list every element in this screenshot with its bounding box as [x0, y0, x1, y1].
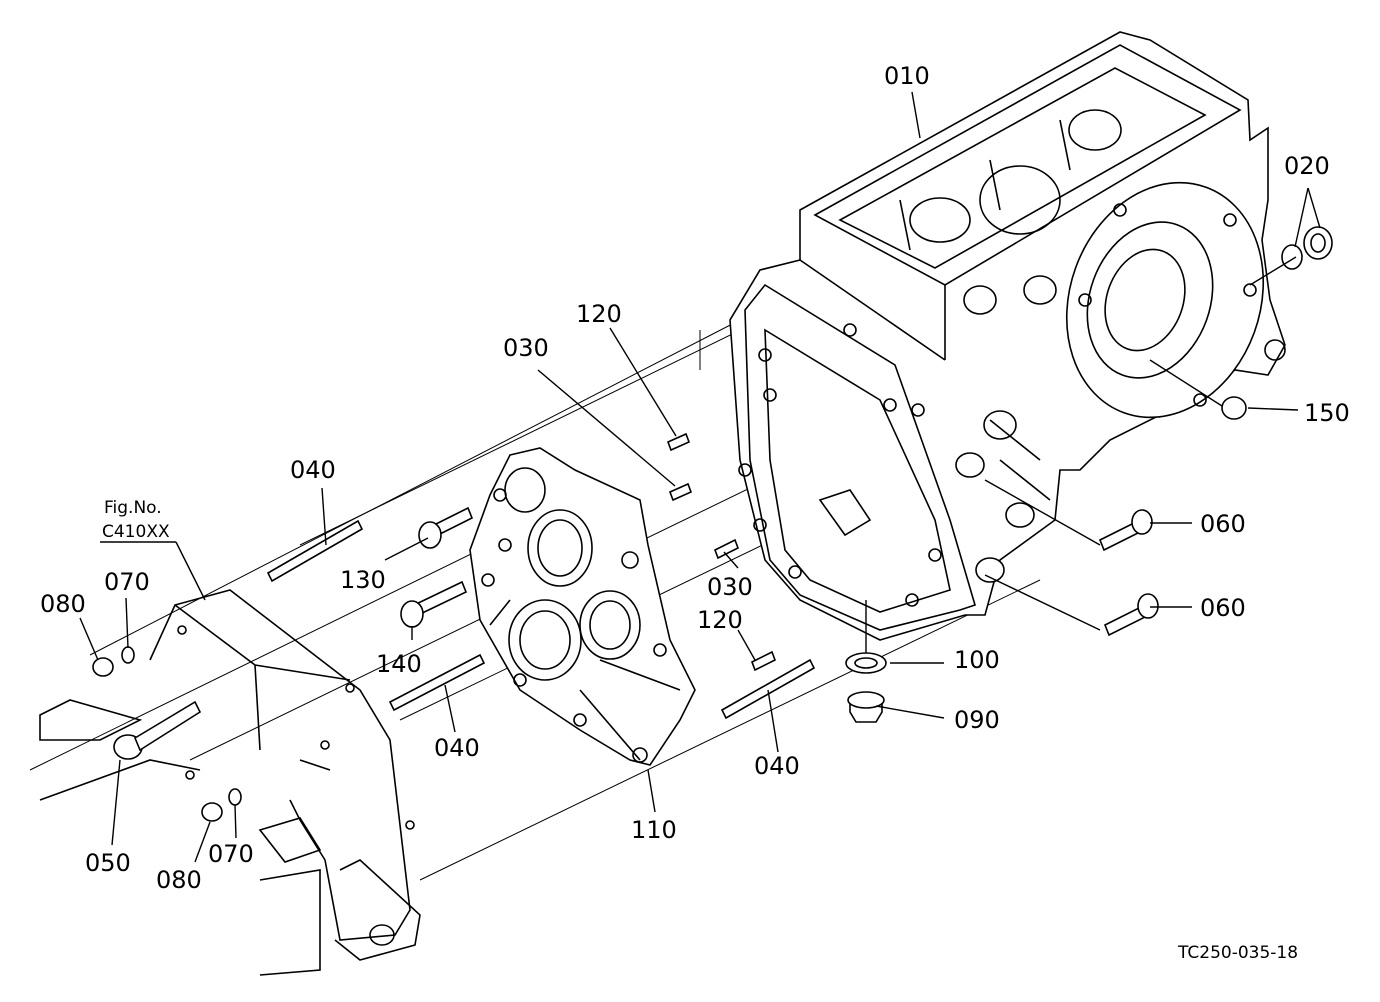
- callout-130: 130: [340, 566, 386, 594]
- callout-110: 110: [631, 816, 677, 844]
- callout-010: 010: [884, 62, 930, 90]
- callout-040-middle: 040: [434, 734, 480, 762]
- mating-housing: [39, 589, 421, 976]
- figure-ref-line1: Fig.No.: [104, 498, 162, 518]
- callout-120-bottom: 120: [697, 606, 743, 634]
- studs-040: [266, 519, 816, 720]
- callout-060-top: 060: [1200, 510, 1246, 538]
- callout-100: 100: [954, 646, 1000, 674]
- plug-090-seal-100: [845, 652, 887, 723]
- callout-labels: 010 020 120 030 040 130 140 040 030 120 …: [40, 62, 1350, 894]
- front-cover-plate: [469, 447, 696, 766]
- washers-070-nuts-080: [92, 646, 242, 822]
- callout-070-bottom: 070: [208, 840, 254, 868]
- bolt-050: [113, 700, 202, 760]
- transmission-case: [729, 31, 1286, 641]
- callout-080-top: 080: [40, 590, 86, 618]
- bolts-130-140: [400, 506, 474, 628]
- callout-150: 150: [1304, 399, 1350, 427]
- callout-050: 050: [85, 849, 131, 877]
- callout-030-bottom: 030: [707, 573, 753, 601]
- pins-030-120: [666, 432, 777, 672]
- callout-120-top: 120: [576, 300, 622, 328]
- plug-020: [1281, 226, 1333, 270]
- callout-040-right: 040: [754, 752, 800, 780]
- callout-090: 090: [954, 706, 1000, 734]
- callout-080-bottom: 080: [156, 866, 202, 894]
- bolts-060: [1098, 509, 1159, 637]
- plug-150: [1221, 396, 1247, 420]
- leader-lines: [79, 91, 1321, 863]
- figure-reference: Fig.No. C410XX: [102, 498, 170, 542]
- callout-040-left: 040: [290, 456, 336, 484]
- callout-020: 020: [1284, 152, 1330, 180]
- drawing-code: TC250-035-18: [1177, 943, 1298, 963]
- callout-070-top: 070: [104, 568, 150, 596]
- callout-140: 140: [376, 650, 422, 678]
- callout-060-bottom: 060: [1200, 594, 1246, 622]
- callout-030-top: 030: [503, 334, 549, 362]
- figure-ref-line2: C410XX: [102, 522, 170, 542]
